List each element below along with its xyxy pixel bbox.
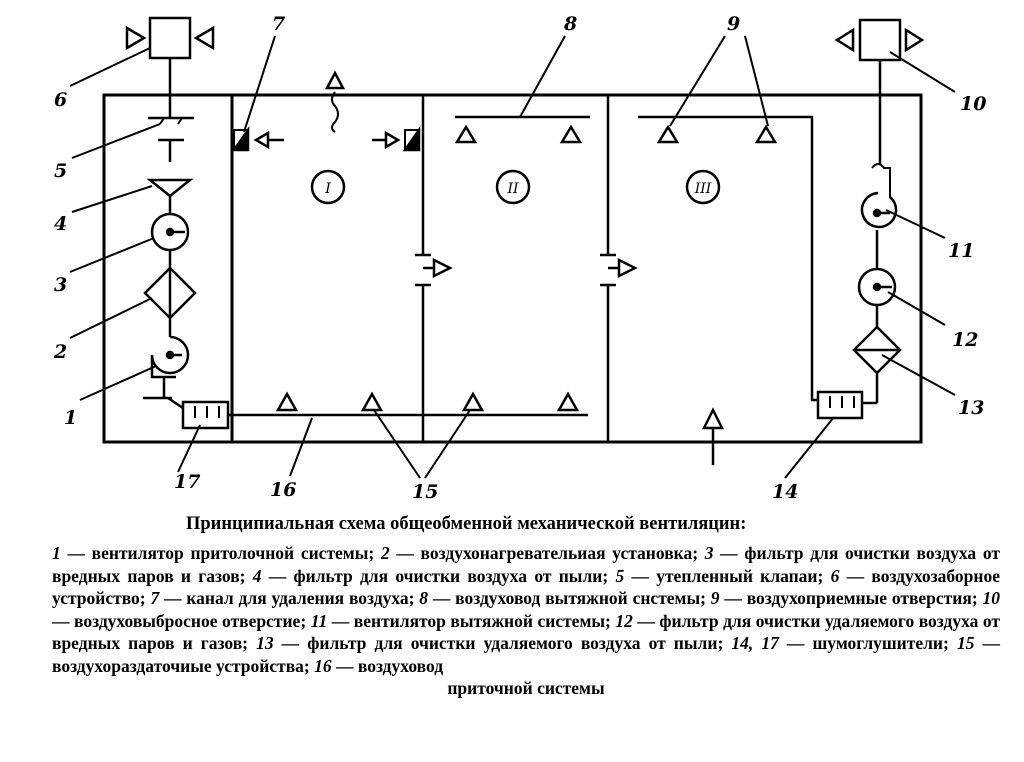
legend-text: — канал для удаления воздуха; (159, 588, 420, 608)
callout-14: 14 (772, 481, 798, 503)
legend-text: — фильтр для очистки воздуха от вредных … (52, 543, 1000, 586)
room-label-I: I (310, 169, 346, 205)
legend-text: — утепленный клапаи; (624, 565, 831, 586)
legend-number: 13 (256, 633, 274, 653)
air-intake-opening-icon (656, 124, 778, 144)
legend-number: 10 (982, 588, 1000, 608)
callout-5: 5 (54, 160, 67, 182)
exhaust-duct-9 (638, 115, 818, 402)
gas-filter-3 (150, 212, 190, 268)
legend-number: 2 (380, 543, 390, 563)
legend-text: — фильтр для очистки воздуха от пыли; (261, 565, 616, 586)
room-label-III: III (685, 169, 721, 205)
legend-text: — воздуховод вытяжной снстемы; (428, 588, 711, 608)
air-intake-opening-icon (454, 124, 583, 144)
legend-text: — фильтр для очистки удаляемого воздуха … (273, 633, 732, 653)
dust-filter-4 (146, 178, 194, 214)
air-diffuser-icon (275, 391, 580, 412)
exhaust-channel-7 (231, 126, 421, 152)
callout-8: 8 (563, 13, 577, 35)
air-heater-2 (143, 266, 197, 337)
svg-text:II: II (506, 181, 519, 197)
legend-text: — воздухонагревательиая установка; (389, 543, 705, 563)
legend-number: 12 (615, 610, 633, 631)
supply-fan-1 (150, 335, 190, 398)
legend-number: 11 (310, 610, 328, 631)
gas-filter-12 (857, 267, 897, 327)
legend-number: 6 (830, 565, 840, 586)
legend-text: — воздуховод (331, 655, 444, 676)
legend-text-end: приточной системы (447, 678, 605, 698)
legend-number: 7 (150, 588, 160, 608)
legend-number: 3 (704, 543, 714, 563)
muffler-14 (816, 390, 864, 420)
callout-12: 12 (952, 329, 978, 351)
legend-number: 15 (956, 633, 975, 653)
legend-text: — фильтр для очистки удаляемого воздуха … (52, 610, 1001, 654)
muffler-17 (181, 400, 230, 430)
air-intake-6 (125, 16, 215, 118)
callout-10: 10 (960, 93, 986, 115)
legend-number: 8 (419, 588, 429, 608)
leader-lines (69, 35, 956, 479)
legend-number: 1 (52, 543, 61, 563)
callout-2: 2 (53, 341, 67, 363)
caption-legend: 1 — вентилятор притолочной системы; 2 — … (52, 542, 1000, 700)
callout-6: 6 (54, 89, 67, 111)
exhaust-fan-11 (860, 163, 898, 269)
legend-text: — воздухораздаточиые устройства; (52, 633, 1001, 676)
callout-7: 7 (272, 13, 285, 35)
legend-text: — шумоглушители; (778, 633, 957, 653)
callout-16: 16 (270, 479, 296, 501)
legend-number: 16 (314, 655, 332, 676)
dust-filter-13 (852, 325, 902, 405)
caption-title: Принципиальная схема общеобменной механи… (186, 514, 747, 534)
legend-text: — воздухозаборное устройство; (52, 565, 1001, 609)
legend-number: 9 (710, 588, 720, 608)
callout-9: 9 (727, 13, 740, 35)
room-label-II: II (495, 169, 531, 205)
callout-11: 11 (948, 240, 974, 262)
svg-text:I: I (324, 181, 331, 197)
building-outline (102, 93, 923, 444)
callout-15: 15 (412, 481, 438, 503)
natural-exhaust-icon (324, 70, 346, 133)
transfer-opening-icon (600, 253, 638, 287)
legend-number: 14, 17 (731, 633, 779, 653)
legend-text: — вентилятор вытяжной системы; (327, 610, 616, 631)
legend-text: — воздуховыбросное отверстие; (52, 610, 311, 631)
exhaust-outlet-10 (834, 18, 925, 165)
inflow-arrow-icon (701, 407, 725, 465)
ventilation-schematic: I II III 1 2 3 4 5 6 7 (53, 13, 986, 503)
svg-text:III: III (694, 181, 712, 197)
legend-number: 5 (615, 565, 625, 586)
legend-number: 4 (252, 565, 262, 586)
legend-text: — вентилятор притолочной системы; (60, 543, 381, 563)
insulated-valve-5 (148, 116, 194, 162)
transfer-opening-icon (415, 253, 453, 287)
callout-13: 13 (958, 397, 984, 419)
callout-1: 1 (64, 407, 77, 429)
callout-4: 4 (54, 213, 67, 235)
legend-text: — воздухоприемные отверстия; (719, 588, 983, 608)
callout-17: 17 (174, 471, 200, 493)
callout-3: 3 (54, 274, 67, 296)
supply-duct-arrow (143, 396, 184, 410)
